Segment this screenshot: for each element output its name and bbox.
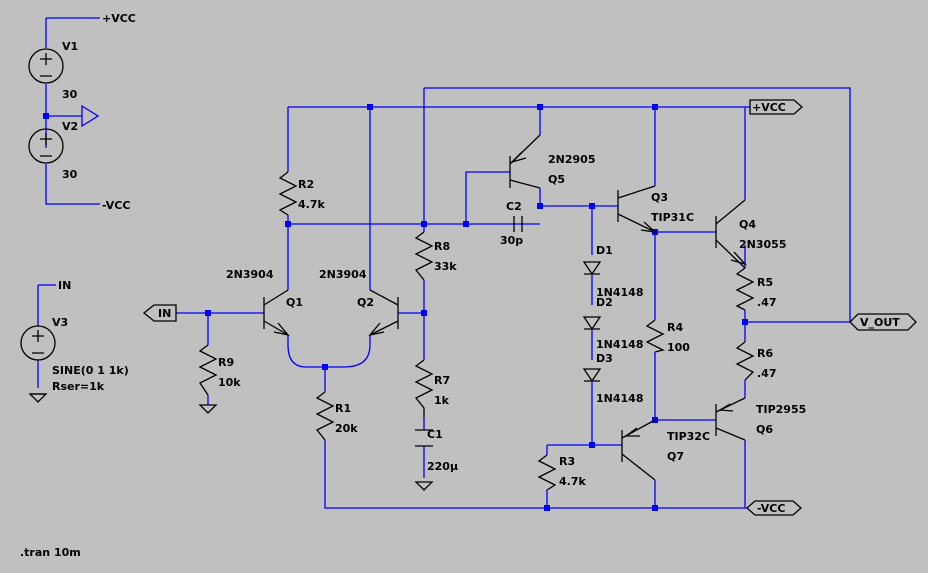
r8-name: R8: [434, 240, 450, 253]
r6-value: .47: [757, 367, 777, 380]
in-net-flag[interactable]: IN: [142, 304, 177, 322]
r1-name: R1: [335, 402, 351, 415]
r9-name: R9: [218, 356, 234, 369]
v2-source-symbol[interactable]: [28, 128, 64, 164]
v2-name: V2: [62, 120, 78, 133]
r7-value: 1k: [434, 394, 450, 407]
transistor-q3[interactable]: Q3 TIP31C: [617, 185, 694, 233]
r9-value: 10k: [218, 376, 241, 389]
transistor-q6[interactable]: TIP2955 Q6: [715, 397, 806, 441]
r3-name: R3: [559, 455, 575, 468]
ground-icon-r9: [199, 404, 217, 414]
d3-name: D3: [596, 352, 613, 365]
r7-name: R7: [434, 374, 450, 387]
q4-model: 2N3055: [739, 238, 786, 251]
r3-value: 4.7k: [559, 475, 586, 488]
r5-value: .47: [757, 296, 777, 309]
ground-icon-c1: [415, 481, 433, 491]
resistor-r9[interactable]: R9 10k: [198, 344, 241, 414]
vout-net-flag[interactable]: V_OUT: [849, 313, 917, 331]
r4-name: R4: [667, 321, 683, 334]
r1-value: 20k: [335, 422, 358, 435]
q3-name: Q3: [651, 191, 668, 204]
q6-model: TIP2955: [756, 403, 806, 416]
v1-source-symbol[interactable]: [28, 48, 64, 84]
supply-sources: +VCC -VCC V1 30 V2 30: [28, 12, 136, 212]
q7-name: Q7: [667, 450, 684, 463]
v3-source-symbol[interactable]: [20, 325, 56, 361]
resistor-r2[interactable]: R2 4.7k: [278, 171, 325, 216]
transistor-q2[interactable]: 2N3904 Q2: [319, 268, 399, 337]
transistor-q7[interactable]: TIP32C Q7: [621, 419, 710, 481]
vout-flag-label: V_OUT: [860, 316, 900, 329]
q5-model: 2N2905: [548, 153, 595, 166]
resistor-r5[interactable]: R5 .47: [735, 267, 777, 311]
d3-model: 1N4148: [596, 392, 643, 405]
q3-model: TIP31C: [651, 211, 694, 224]
vcc-neg-label: -VCC: [102, 199, 130, 212]
v3-extra: Rser=1k: [52, 380, 105, 393]
q2-name: Q2: [357, 296, 374, 309]
q7-model: TIP32C: [667, 430, 710, 443]
c2-name: C2: [506, 200, 522, 213]
wires: [176, 87, 851, 509]
vcc-neg-flag-label: -VCC: [757, 502, 785, 515]
vcc-pos-net-flag[interactable]: +VCC: [749, 99, 803, 115]
resistor-r3[interactable]: R3 4.7k: [537, 454, 586, 491]
diode-d2[interactable]: D2 1N4148: [582, 296, 643, 351]
d1-name: D1: [596, 244, 613, 257]
r8-value: 33k: [434, 260, 457, 273]
d2-name: D2: [596, 296, 613, 309]
vcc-neg-net-flag[interactable]: -VCC: [746, 500, 802, 516]
c2-value: 30p: [500, 234, 523, 247]
c1-name: C1: [427, 428, 443, 441]
resistor-r6[interactable]: R6 .47: [735, 341, 777, 381]
r2-value: 4.7k: [298, 198, 325, 211]
diode-d3[interactable]: D3 1N4148: [582, 352, 643, 405]
q6-name: Q6: [756, 423, 773, 436]
vcc-pos-flag-label: +VCC: [752, 101, 786, 114]
input-source: IN V3 SINE(0 1 1k) Rser=1k: [20, 279, 129, 403]
transistor-q5[interactable]: 2N2905 Q5: [509, 134, 595, 189]
v3-name: V3: [52, 316, 68, 329]
transistor-q4[interactable]: Q4 2N3055: [715, 199, 786, 269]
resistor-r1[interactable]: R1 20k: [315, 391, 358, 441]
d1-model: 1N4148: [596, 286, 643, 299]
d2-model: 1N4148: [596, 338, 643, 351]
r2-name: R2: [298, 178, 314, 191]
v2-value: 30: [62, 168, 78, 181]
resistor-r7[interactable]: R7 1k: [414, 359, 450, 418]
transistor-q1[interactable]: 2N3904 Q1: [226, 268, 303, 337]
c1-value: 220µ: [427, 460, 458, 473]
r5-name: R5: [757, 276, 773, 289]
v1-name: V1: [62, 40, 78, 53]
resistor-r4[interactable]: R4 100: [645, 319, 690, 354]
q1-name: Q1: [286, 296, 303, 309]
q1-model: 2N3904: [226, 268, 274, 281]
ground-icon-v3: [29, 393, 47, 403]
r6-name: R6: [757, 347, 773, 360]
q2-model: 2N3904: [319, 268, 367, 281]
q5-name: Q5: [548, 173, 565, 186]
simulation-directive[interactable]: .tran 10m: [20, 546, 81, 559]
resistor-r8[interactable]: R8 33k: [414, 231, 457, 281]
in-source-label: IN: [58, 279, 71, 292]
in-flag-label: IN: [158, 307, 171, 320]
diode-d1[interactable]: D1 1N4148: [582, 244, 643, 299]
vcc-pos-label: +VCC: [102, 12, 136, 25]
q4-name: Q4: [739, 218, 756, 231]
v3-value: SINE(0 1 1k): [52, 364, 129, 377]
capacitor-c2[interactable]: C2 30p: [500, 200, 523, 247]
r4-value: 100: [667, 341, 690, 354]
v1-value: 30: [62, 88, 78, 101]
capacitor-c1[interactable]: C1 220µ: [415, 428, 458, 491]
